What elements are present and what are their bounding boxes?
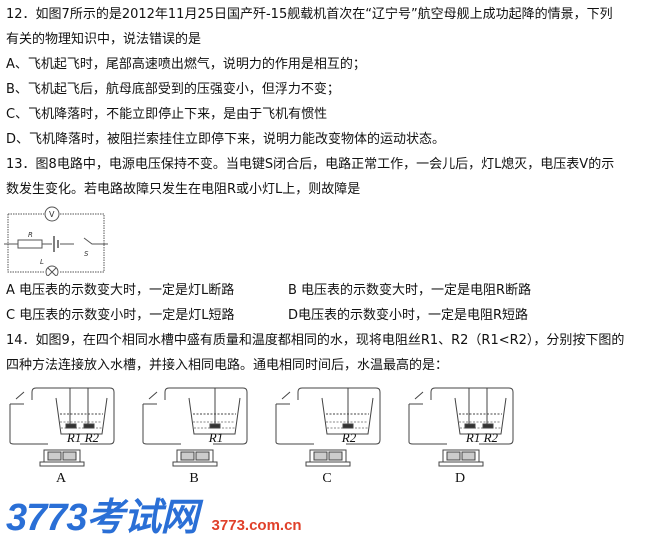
question-14: 14．如图9，在四个相同水槽中盛有质量和温度都相同的水，现将电阻丝R1、R2（R… xyxy=(6,328,657,492)
q13-option-b: B 电压表的示数变大时，一定是电阻R断路 xyxy=(288,283,532,298)
q12-stem-cont: 有关的物理知识中，说法错误的是 xyxy=(6,32,202,47)
q14-stem-cont: 四种方法连接放入水槽，并接入相同电路。通电相同时间后，水温最高的是： xyxy=(6,358,449,373)
battery-box-b xyxy=(172,449,218,467)
figure-label-b: B xyxy=(189,471,199,486)
tank-circuit-c xyxy=(275,387,381,445)
battery-box-a xyxy=(39,449,85,467)
q12-option-a: A、飞机起飞时，尾部高速喷出燃气，说明力的作用是相互的； xyxy=(6,57,366,72)
watermark-url: 3773.com.cn xyxy=(211,517,302,534)
q13-stem: 13．图8电路中，电源电压保持不变。当电键S闭合后，电路正常工作，一会儿后，灯L… xyxy=(6,157,615,172)
figure-label-d: D xyxy=(454,471,466,486)
tank-circuit-d xyxy=(408,387,514,445)
tank-circuit-a xyxy=(9,387,115,445)
question-13: 13．图8电路中，电源电压保持不变。当电键S闭合后，电路正常工作，一会儿后，灯L… xyxy=(4,152,657,328)
q12-option-d: D、飞机降落时，被阻拦索挂住立即停下来，说明力能改变物体的运动状态。 xyxy=(6,132,446,147)
tank-figure-a: R1 R2 A xyxy=(6,384,116,492)
q13-option-d: D电压表的示数变小时，一定是电阻R短路 xyxy=(288,308,529,323)
battery-box-c xyxy=(305,449,351,467)
watermark-logo: 3773考试网 xyxy=(6,497,199,539)
figure-label-a: A xyxy=(55,471,67,486)
resistor-labels-a: R1 R2 xyxy=(66,430,100,445)
q12-option-b: B、飞机起飞后，航母底部受到的压强变小，但浮力不变； xyxy=(6,82,340,97)
resistor-labels-c: R2 xyxy=(341,430,357,445)
voltmeter-label: V xyxy=(49,210,55,219)
q13-stem-cont: 数发生变化。若电路故障只发生在电阻R或小灯L上，则故障是 xyxy=(6,182,361,197)
watermark: 3773考试网 3773.com.cn xyxy=(6,496,657,540)
q13-option-c: C 电压表的示数变小时，一定是灯L短路 xyxy=(6,308,235,323)
lamp-label: L xyxy=(40,258,44,266)
resistor-label: R xyxy=(28,231,33,239)
q13-option-a: A 电压表的示数变大时，一定是灯L断路 xyxy=(6,283,235,298)
circuit-diagram-fig8: V R S L xyxy=(4,206,108,276)
battery-box-d xyxy=(438,449,484,467)
tank-figure-d: R1 R2 D xyxy=(405,384,515,492)
switch-label: S xyxy=(84,250,89,258)
figure-label-c: C xyxy=(322,471,332,486)
q12-stem: 12．如图7所示的是2012年11月25日国产歼-15舰载机首次在“辽宁号”航空… xyxy=(6,7,613,22)
q12-option-c: C、飞机降落时，不能立即停止下来，是由于飞机有惯性 xyxy=(6,107,328,122)
resistor-labels-d: R1 R2 xyxy=(465,430,499,445)
tank-circuit-b xyxy=(142,387,248,445)
resistor-labels-b: R1 xyxy=(208,430,224,445)
question-12: 12．如图7所示的是2012年11月25日国产歼-15舰载机首次在“辽宁号”航空… xyxy=(6,2,657,152)
q14-stem: 14．如图9，在四个相同水槽中盛有质量和温度都相同的水，现将电阻丝R1、R2（R… xyxy=(6,333,625,348)
